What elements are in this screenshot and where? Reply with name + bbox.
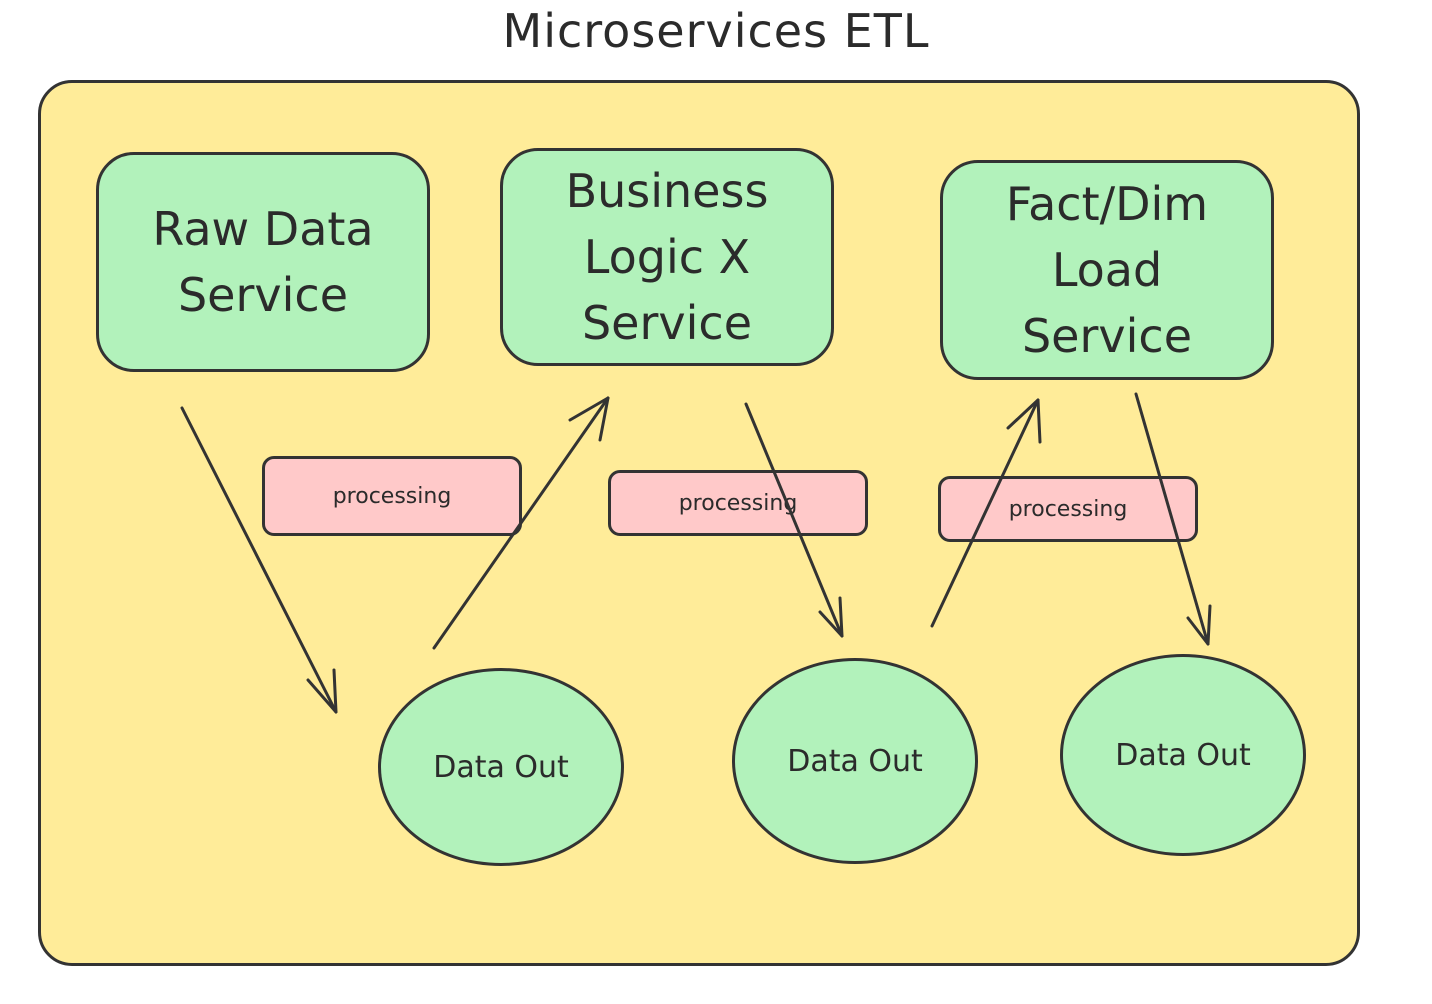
raw-data-service-box[interactable]: Raw Data Service — [96, 152, 430, 372]
processing-box-1[interactable]: processing — [262, 456, 522, 536]
data-out-node-2[interactable]: Data Out — [732, 658, 978, 864]
processing-box-2[interactable]: processing — [608, 470, 868, 536]
data-out-node-3[interactable]: Data Out — [1060, 654, 1306, 856]
business-logic-service-box[interactable]: Business Logic X Service — [500, 148, 834, 366]
processing-box-3[interactable]: processing — [938, 476, 1198, 542]
fact-dim-load-service-box[interactable]: Fact/Dim Load Service — [940, 160, 1274, 380]
diagram-title: Microservices ETL — [502, 4, 930, 58]
data-out-node-1[interactable]: Data Out — [378, 668, 624, 866]
